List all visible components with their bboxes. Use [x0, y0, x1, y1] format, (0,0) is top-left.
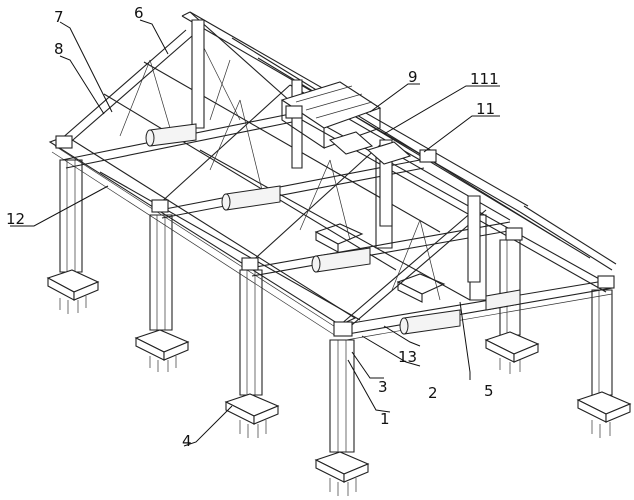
roller-mid — [221, 185, 281, 211]
column-front-corner — [329, 339, 355, 453]
label-111: 111 — [470, 70, 499, 88]
column-mid-left — [149, 214, 173, 331]
column-front-right — [591, 289, 613, 396]
label-12: 12 — [6, 210, 25, 228]
column-back-right — [499, 239, 521, 336]
rafters-back — [189, 11, 617, 271]
label-1: 1 — [380, 410, 390, 428]
label-13: 13 — [398, 348, 417, 366]
connection-nodes — [55, 105, 615, 337]
roller-inner — [311, 247, 371, 273]
base-plate-front-left — [224, 393, 280, 438]
column-front-left — [239, 269, 263, 396]
beam-left-long — [48, 135, 357, 337]
label-11: 11 — [476, 100, 495, 118]
roller-left — [145, 123, 197, 147]
label-5: 5 — [484, 382, 494, 400]
part-labels: 7 8 6 9 111 11 12 13 2 3 1 5 4 — [6, 4, 499, 450]
truss-web — [119, 39, 441, 301]
base-plate-front-right — [576, 391, 632, 438]
central-mechanism — [280, 81, 412, 165]
label-4: 4 — [182, 432, 192, 450]
leader-lines — [10, 19, 500, 447]
label-2: 2 — [428, 384, 438, 402]
base-plate-back-left — [46, 269, 100, 314]
column-back-left — [59, 159, 83, 273]
label-3: 3 — [378, 378, 388, 396]
roller-front — [399, 289, 521, 335]
base-plate-mid-left — [134, 329, 190, 372]
base-plate-front-corner — [314, 451, 370, 496]
label-9: 9 — [408, 68, 418, 86]
rail-inner-1 — [99, 149, 471, 321]
label-6: 6 — [134, 4, 144, 22]
label-7: 7 — [54, 8, 64, 26]
label-8: 8 — [54, 40, 64, 58]
base-plate-back-right — [484, 331, 540, 374]
